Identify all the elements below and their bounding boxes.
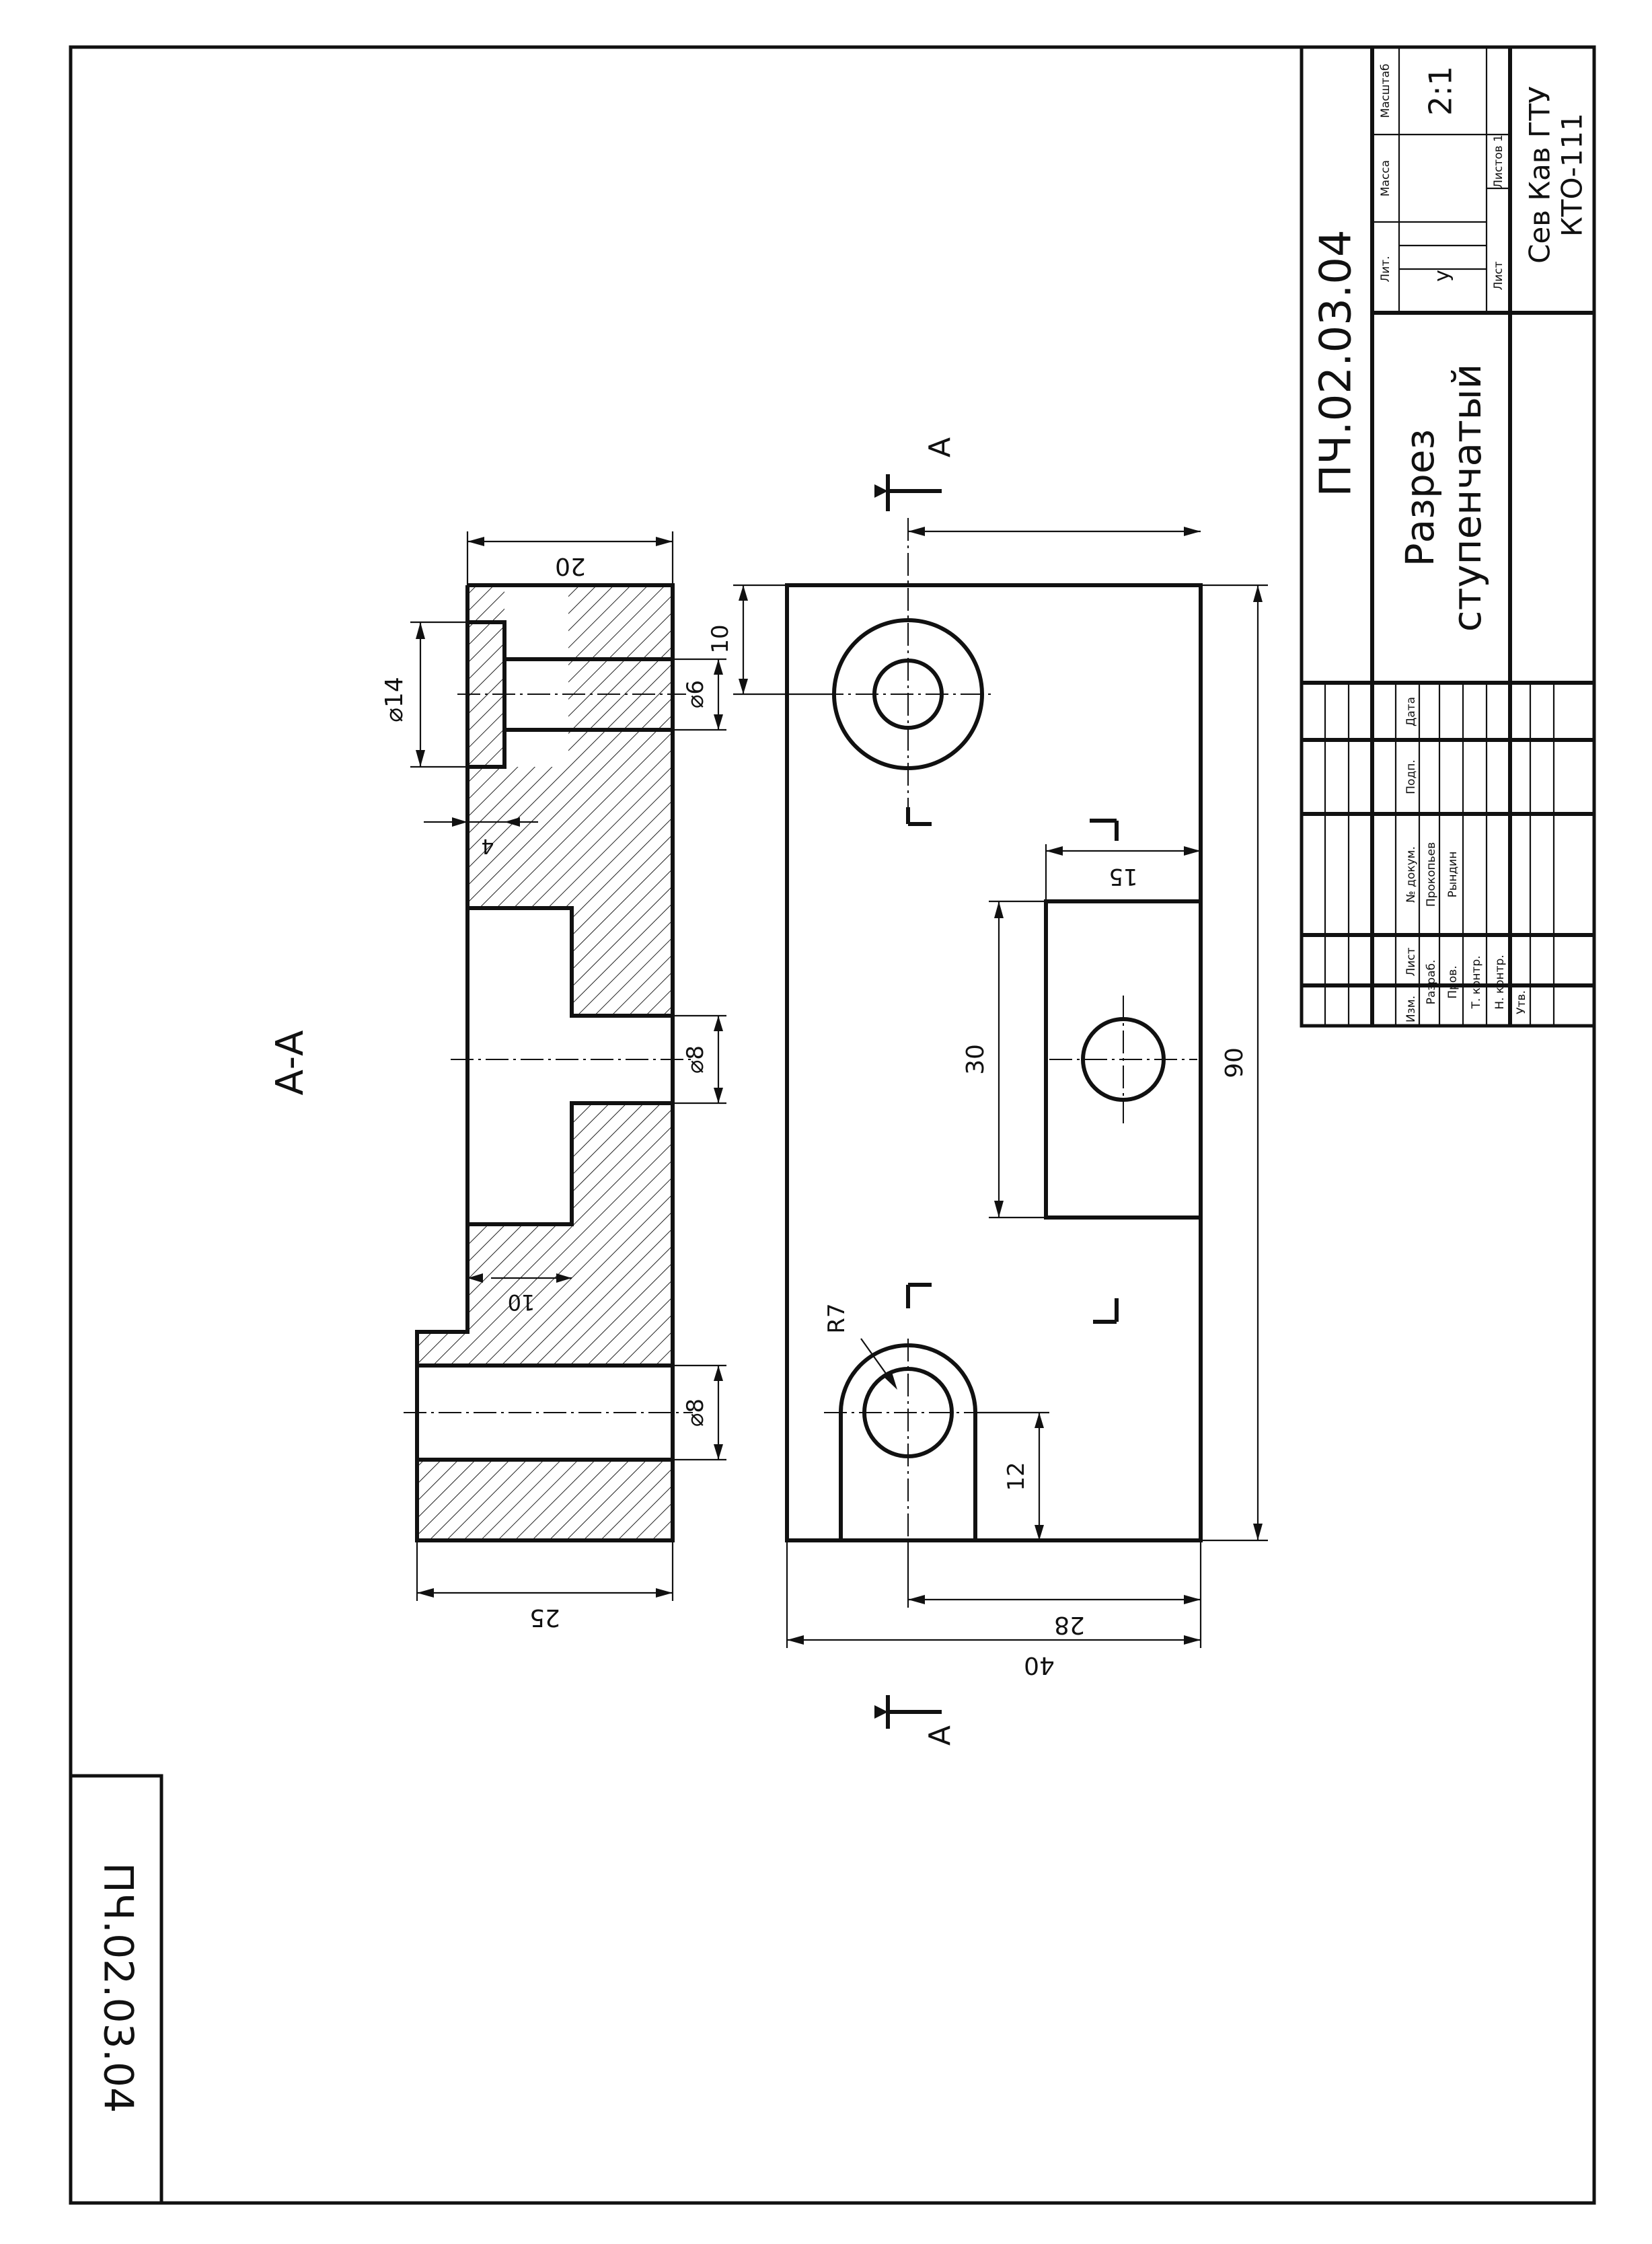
dim-d8-left: ⌀8 — [682, 1398, 709, 1427]
row-prov-name: Рындин — [1446, 852, 1460, 898]
dim-15: 15 — [1109, 863, 1137, 890]
header-mass: Масса — [1379, 160, 1392, 196]
row-razrab: Разраб. — [1425, 960, 1438, 1005]
row-izm: Изм. — [1404, 996, 1418, 1022]
dim-28: 28 — [1054, 1611, 1085, 1639]
dim-d6: ⌀6 — [682, 680, 709, 708]
dim-10-step: 10 — [508, 1289, 535, 1315]
dim-90: 90 — [1221, 1047, 1248, 1078]
corner-stamp — [69, 1774, 163, 2205]
row-nkontr: Н. контр. — [1493, 955, 1507, 1009]
dim-12: 12 — [1003, 1462, 1030, 1491]
row-tkontr: Т. контр. — [1470, 955, 1483, 1009]
lit-value: у — [1431, 270, 1454, 282]
row-list: Лист — [1404, 947, 1418, 976]
header-lit: Лит. — [1379, 256, 1392, 282]
scale-value: 2:1 — [1423, 66, 1459, 116]
header-sheet: Лист — [1492, 261, 1505, 290]
dim-25: 25 — [529, 1604, 560, 1631]
dim-4: 4 — [481, 834, 494, 858]
plan-view: А А 10 15 30 — [707, 437, 1268, 1746]
row-prov: Пров. — [1446, 965, 1460, 998]
dim-40: 40 — [1024, 1651, 1055, 1679]
section-view-a-a: 20 ⌀14 ⌀6 4 ⌀8 10 — [268, 531, 726, 1631]
cut-letter-bottom: А — [923, 1725, 957, 1746]
row-razrab-name: Прокопьев — [1425, 842, 1438, 907]
dim-d8-center: ⌀8 — [682, 1045, 709, 1074]
sheet-frame — [69, 45, 1596, 2205]
dim-10-top: 10 — [707, 624, 734, 653]
row-sign: Подп. — [1404, 759, 1418, 794]
corner-drawing-number: ПЧ.02.03.04 — [94, 1863, 141, 2114]
row-utv: Утв. — [1515, 990, 1528, 1014]
dim-20: 20 — [555, 552, 586, 580]
header-scale: Масштаб — [1379, 64, 1392, 118]
section-label: А-А — [268, 1031, 312, 1096]
header-sheets: Листов 1 — [1492, 135, 1505, 188]
dim-d14: ⌀14 — [381, 677, 408, 722]
row-date: Дата — [1404, 697, 1418, 726]
title-name-line1: Разрез — [1397, 429, 1443, 567]
title-drawing-number: ПЧ.02.03.04 — [1312, 229, 1361, 496]
title-block: ПЧ.02.03.04 Разрез ступенчатый Лит. Масс… — [1300, 45, 1596, 1028]
row-doc: № докум. — [1404, 846, 1418, 903]
cut-letter-top: А — [923, 437, 957, 457]
dim-r7: R7 — [823, 1303, 850, 1333]
title-name-line2: ступенчатый — [1444, 364, 1490, 632]
dim-30: 30 — [962, 1044, 989, 1075]
org-line2: КТО-111 — [1556, 113, 1589, 237]
org-line1: Сев Кав ГТУ — [1524, 86, 1556, 264]
